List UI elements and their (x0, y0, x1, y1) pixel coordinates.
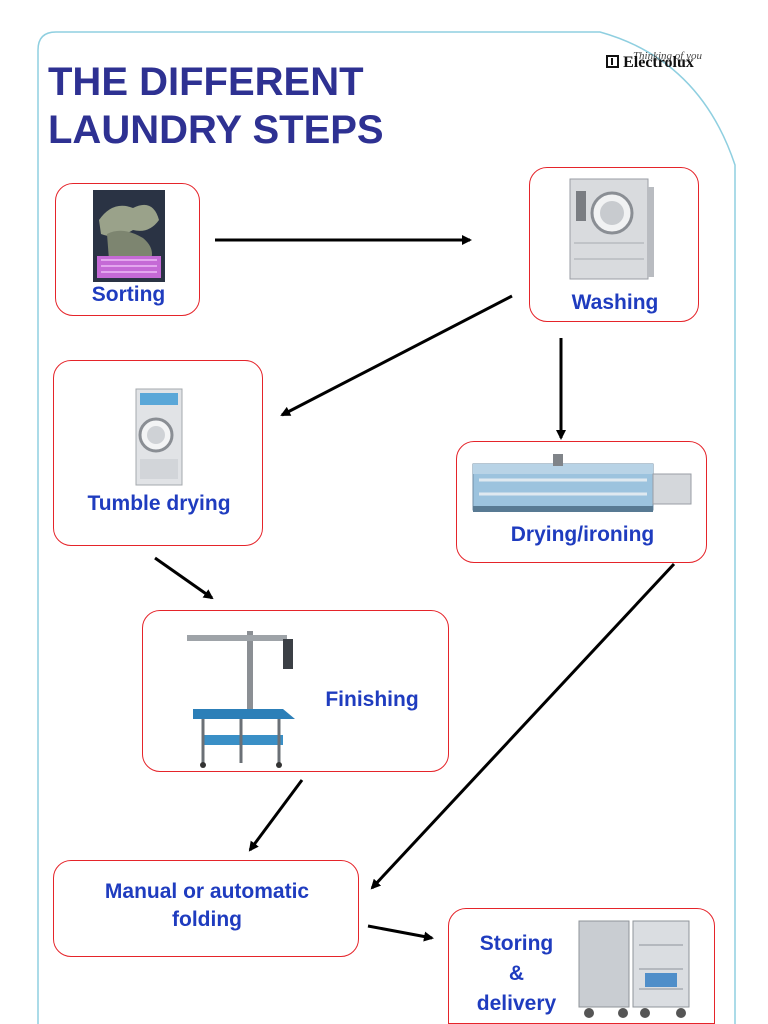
step-storing-delivery: Storing & delivery (448, 908, 715, 1024)
arrow-tumble-to-finishing (154, 556, 214, 600)
laundry-basket-icon (93, 190, 165, 282)
step-sorting: Sorting (55, 183, 200, 316)
step-label-folding-line-2: folding (172, 908, 242, 931)
arrow-folding-to-storing (367, 924, 434, 942)
washing-machine-icon (569, 178, 654, 280)
step-label-folding-line-1: Manual or automatic (104, 880, 310, 903)
tumble-dryer-icon (135, 388, 183, 486)
arrow-ironing-to-folding (370, 562, 676, 890)
step-label-drying-ironing: Drying/ironing (510, 523, 655, 546)
storage-trolley-icon (578, 920, 690, 1018)
step-label-washing: Washing (571, 291, 659, 314)
electrolux-mark-icon (606, 55, 620, 68)
finishing-table-icon (187, 631, 295, 768)
step-label-tumble-drying: Tumble drying (87, 492, 231, 515)
flatwork-ironer-icon (472, 454, 692, 512)
arrow-finishing-to-folding (248, 779, 304, 852)
step-finishing: Finishing (142, 610, 449, 772)
step-label-storing-line-1: Storing (479, 932, 554, 955)
logo-brand-name: Electrolux (623, 54, 694, 71)
step-label-storing-line-2: & (508, 962, 525, 985)
title-line-2: LAUNDRY STEPS (48, 108, 384, 152)
step-folding: Manual or automatic folding (53, 860, 359, 957)
page-title: THE DIFFERENT LAUNDRY STEPS (48, 58, 384, 154)
step-tumble-drying: Tumble drying (53, 360, 263, 546)
step-washing: Washing (529, 167, 699, 322)
step-label-finishing: Finishing (325, 688, 419, 711)
electrolux-logo: Thinking of you Electrolux (560, 24, 740, 80)
arrow-washing-to-tumble (280, 294, 513, 417)
step-drying-ironing: Drying/ironing (456, 441, 707, 563)
logo-brand: Electrolux (560, 54, 740, 72)
logo-tagline: Thinking of you (632, 50, 702, 62)
step-label-storing-line-3: delivery (476, 992, 557, 1015)
step-label-sorting: Sorting (91, 283, 166, 306)
title-line-1: THE DIFFERENT (48, 60, 364, 104)
